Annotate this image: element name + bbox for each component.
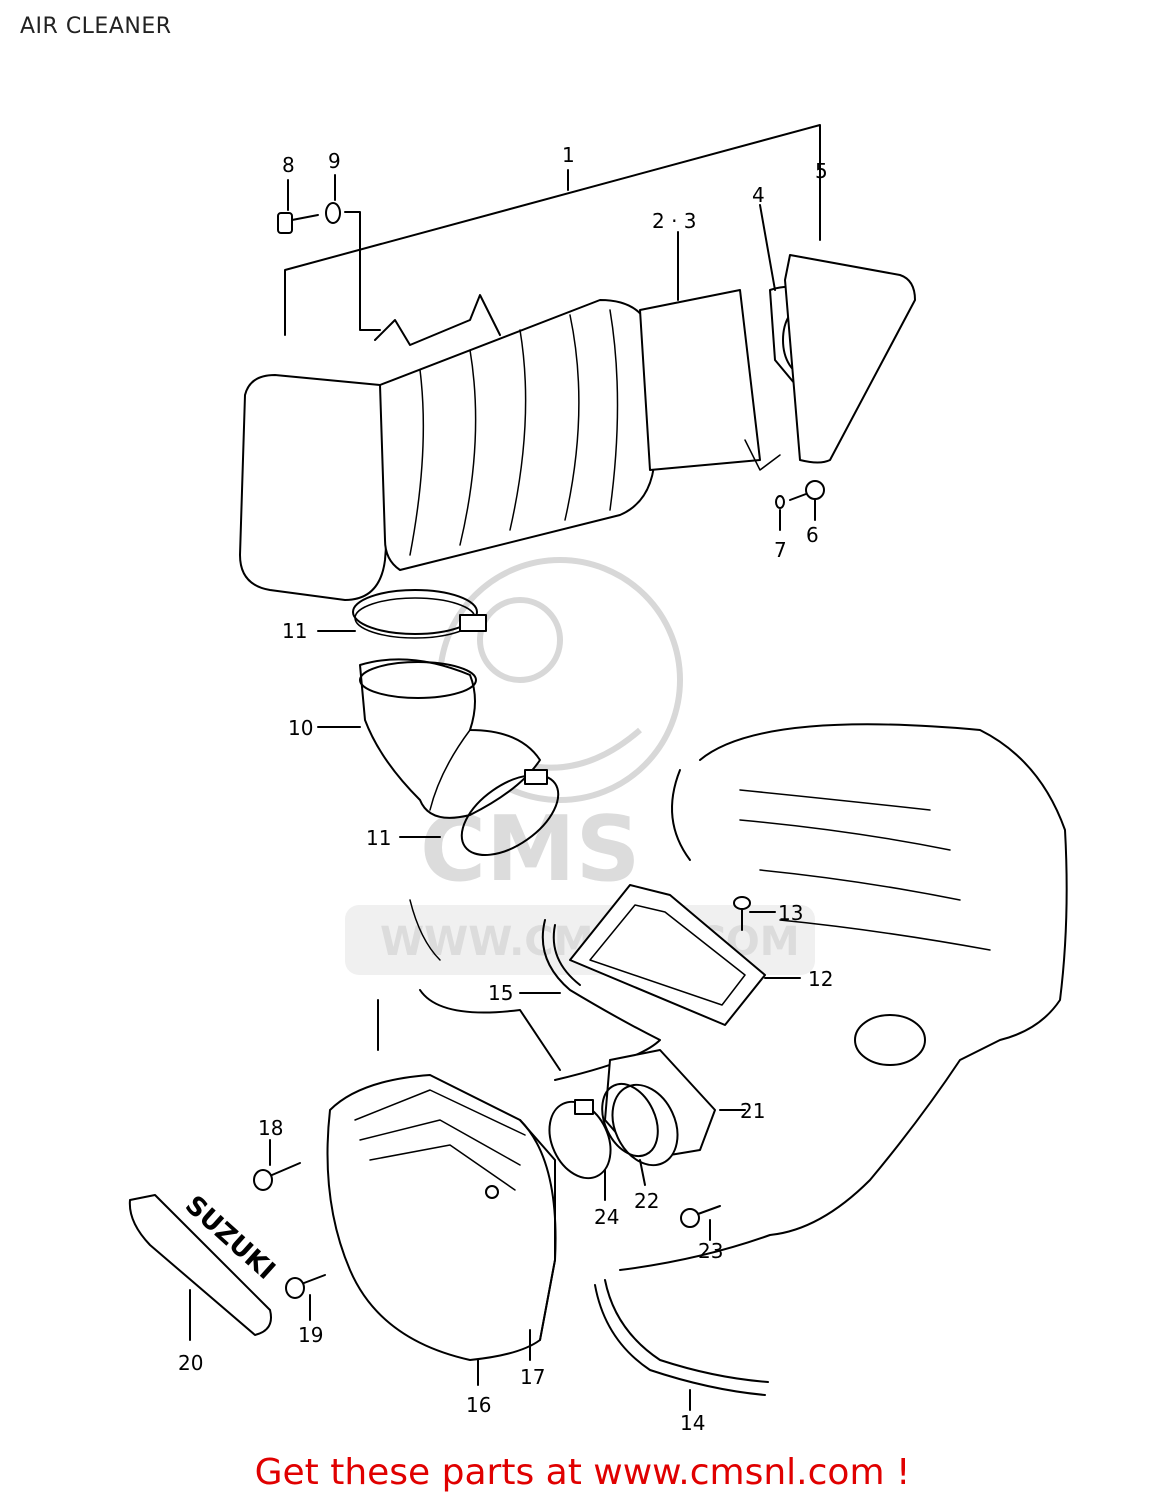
washer-9 <box>325 202 341 224</box>
clamp-24 <box>548 1099 612 1180</box>
callout-21: 21 <box>740 1099 765 1123</box>
leader-lines-top <box>284 124 821 531</box>
drain-hose-14 <box>594 1279 769 1396</box>
page-title: AIR CLEANER <box>20 14 172 39</box>
callout-1: 1 <box>562 143 575 167</box>
bolt-8 <box>277 212 319 234</box>
callout-16: 16 <box>466 1393 491 1417</box>
callout-8: 8 <box>282 153 295 177</box>
callout-5: 5 <box>815 159 828 183</box>
callout-18: 18 <box>258 1116 283 1140</box>
screw-19 <box>285 1274 326 1299</box>
callout-17: 17 <box>520 1365 545 1389</box>
callout-20: 20 <box>178 1351 203 1375</box>
leader-lines-right <box>519 911 801 994</box>
callout-13: 13 <box>778 901 803 925</box>
washer-7 <box>775 495 785 509</box>
callouts: 1 2 · 3 4 5 6 7 8 9 10 11 11 12 13 14 15… <box>178 143 833 1435</box>
air-cleaner-housing <box>239 254 916 601</box>
screw-18 <box>253 1162 301 1191</box>
callout-19: 19 <box>298 1323 323 1347</box>
leader-lines-joint <box>604 1109 746 1241</box>
intake-duct-10 <box>359 658 541 819</box>
callout-15: 15 <box>488 981 513 1005</box>
callout-12: 12 <box>808 967 833 991</box>
engine-outline <box>409 723 1068 1271</box>
callout-24: 24 <box>594 1205 619 1229</box>
callout-7: 7 <box>774 538 787 562</box>
screw-6 <box>789 480 825 501</box>
air-cleaner-cover-16 <box>326 1074 557 1361</box>
callout-9: 9 <box>328 149 341 173</box>
screw-13 <box>733 896 751 931</box>
callout-4: 4 <box>752 183 765 207</box>
leader-lines-bottom <box>189 999 691 1411</box>
callout-11-lower: 11 <box>366 826 391 850</box>
callout-2-3: 2 · 3 <box>652 209 697 233</box>
clamp-11-upper <box>352 589 487 639</box>
promo-link[interactable]: Get these parts at www.cmsnl.com ! <box>254 1452 911 1493</box>
emblem-20: SUZUKI <box>128 1190 281 1336</box>
screw-23 <box>680 1205 721 1228</box>
inlet-pipe-22 <box>601 1082 679 1167</box>
callout-23: 23 <box>698 1239 723 1263</box>
leader-lines-mid <box>317 630 441 838</box>
cover-plate-12 <box>569 884 766 1026</box>
callout-22: 22 <box>634 1189 659 1213</box>
callout-14: 14 <box>680 1411 705 1435</box>
callout-11-upper: 11 <box>282 619 307 643</box>
clamp-11-lower <box>460 769 560 856</box>
air-filter-17 <box>519 1119 556 1341</box>
callout-6: 6 <box>806 523 819 547</box>
callout-10: 10 <box>288 716 313 740</box>
